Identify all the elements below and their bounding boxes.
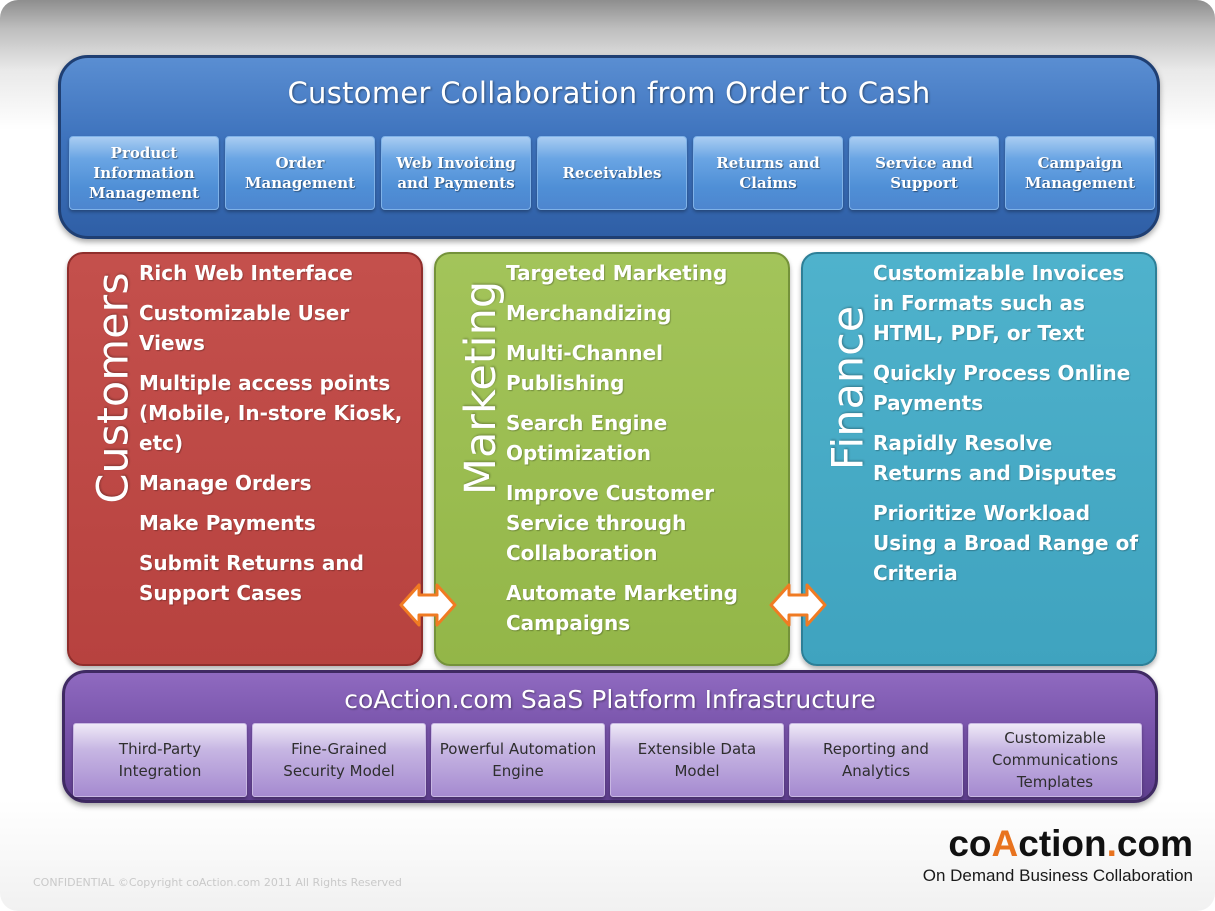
brand-tagline: On Demand Business Collaboration xyxy=(922,866,1193,885)
marketing-column: Marketing Targeted Marketing Merchandizi… xyxy=(434,252,790,666)
list-item: Multi-Channel Publishing xyxy=(506,341,664,395)
module-web-invoicing[interactable]: Web Invoicing and Payments xyxy=(381,136,531,210)
list-item: Customizable User Views xyxy=(139,301,350,355)
module-receivables[interactable]: Receivables xyxy=(537,136,687,210)
list-item: Search Engine Optimization xyxy=(506,411,668,465)
platform-components-row: Third-Party Integration Fine-Grained Sec… xyxy=(73,723,1142,797)
finance-label-wrap: Finance xyxy=(823,268,873,508)
component-automation-engine[interactable]: Powerful Automation Engine xyxy=(431,723,605,797)
module-service-and-support[interactable]: Service and Support xyxy=(849,136,999,210)
brand-rest: ction xyxy=(1018,823,1107,864)
list-item: Rapidly Resolve Returns and Disputes xyxy=(873,431,1117,485)
customers-label-wrap: Customers xyxy=(89,268,139,508)
platform-panel: coAction.com SaaS Platform Infrastructur… xyxy=(62,670,1158,803)
marketing-label-wrap: Marketing xyxy=(456,268,506,508)
list-item: Prioritize Workload Using a Broad Range … xyxy=(873,501,1139,585)
double-arrow-icon xyxy=(769,583,827,627)
list-item: Targeted Marketing xyxy=(506,261,728,285)
component-third-party-integration[interactable]: Third-Party Integration xyxy=(73,723,247,797)
finance-list: Customizable Invoices in Formats such as… xyxy=(873,258,1145,598)
brand-name: coAction.com xyxy=(923,822,1193,866)
list-item: Improve Customer Service through Collabo… xyxy=(506,481,715,565)
list-item: Automate Marketing Campaigns xyxy=(506,581,739,635)
brand-logo: coAction.com On Demand Business Collabor… xyxy=(923,822,1193,886)
list-item: Submit Returns and Support Cases xyxy=(139,551,364,605)
confidential-notice: CONFIDENTIAL ©Copyright coAction.com 201… xyxy=(33,876,402,889)
brand-dot: . xyxy=(1106,823,1117,864)
customers-label: Customers xyxy=(89,272,139,504)
module-row: Product Information Management Order Man… xyxy=(69,136,1155,210)
component-data-model[interactable]: Extensible Data Model xyxy=(610,723,784,797)
list-item: Customizable Invoices in Formats such as… xyxy=(873,261,1125,345)
order-to-cash-panel: Customer Collaboration from Order to Cas… xyxy=(58,55,1160,239)
double-arrow-icon xyxy=(399,583,457,627)
list-item: Manage Orders xyxy=(139,471,312,495)
order-to-cash-title: Customer Collaboration from Order to Cas… xyxy=(287,76,931,110)
marketing-label: Marketing xyxy=(456,280,506,496)
brand-accent: A xyxy=(991,823,1019,864)
brand-suffix: com xyxy=(1116,823,1193,864)
marketing-list: Targeted Marketing Merchandizing Multi-C… xyxy=(506,258,778,648)
list-item: Merchandizing xyxy=(506,301,672,325)
brand-prefix: co xyxy=(948,823,992,864)
component-reporting-analytics[interactable]: Reporting and Analytics xyxy=(789,723,963,797)
component-security-model[interactable]: Fine-Grained Security Model xyxy=(252,723,426,797)
list-item: Rich Web Interface xyxy=(139,261,353,285)
customers-column: Customers Rich Web Interface Customizabl… xyxy=(67,252,423,666)
list-item: Make Payments xyxy=(139,511,316,535)
platform-title: coAction.com SaaS Platform Infrastructur… xyxy=(344,685,876,714)
list-item: Multiple access points (Mobile, In-store… xyxy=(139,371,403,455)
list-item: Quickly Process Online Payments xyxy=(873,361,1131,415)
finance-column: Finance Customizable Invoices in Formats… xyxy=(801,252,1157,666)
customers-list: Rich Web Interface Customizable User Vie… xyxy=(139,258,411,618)
component-communications-templates[interactable]: Customizable Communications Templates xyxy=(968,723,1142,797)
finance-label: Finance xyxy=(823,305,874,471)
module-order-management[interactable]: Order Management xyxy=(225,136,375,210)
module-product-information-management[interactable]: Product Information Management xyxy=(69,136,219,210)
module-returns-and-claims[interactable]: Returns and Claims xyxy=(693,136,843,210)
module-campaign-management[interactable]: Campaign Management xyxy=(1005,136,1155,210)
